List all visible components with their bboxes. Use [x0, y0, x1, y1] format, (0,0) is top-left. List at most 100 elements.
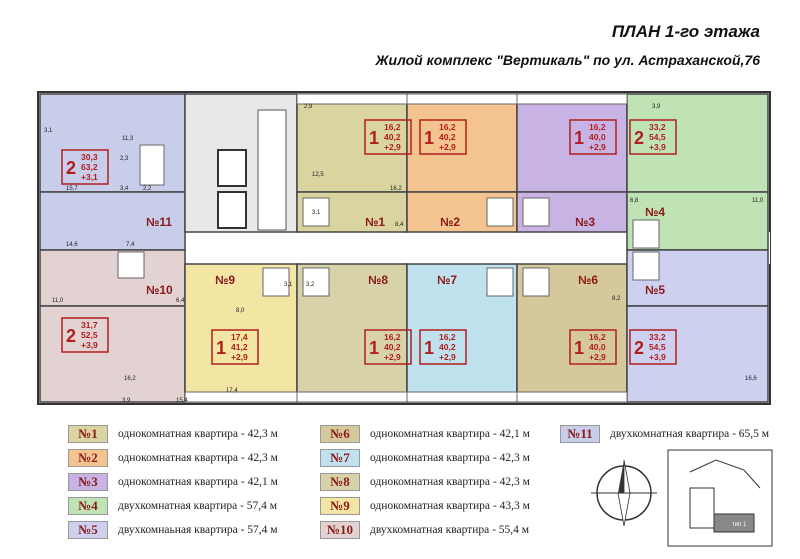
area-label: 12,5 [312, 172, 324, 178]
elevator-shaft-2 [217, 191, 247, 229]
room-count: 1 [424, 338, 434, 358]
room-badge: 116,240,0+2,9 [569, 119, 617, 155]
room-badge-frame [364, 329, 412, 365]
legend-text: двухкомнатная квартира - 55,4 м [370, 524, 530, 536]
room-count: 1 [574, 338, 584, 358]
unit-no3 [516, 93, 628, 193]
site-plan-thumbnail: тип 1 [667, 449, 773, 547]
legend-swatch: №8 [320, 473, 360, 491]
bathroom-no7 [486, 267, 514, 297]
room-area: +2,9 [439, 142, 456, 152]
room-area: 16,2 [439, 122, 456, 132]
area-label: 11,0 [52, 298, 64, 304]
area-label: 16,2 [390, 186, 402, 192]
area-label: 7,4 [126, 242, 135, 248]
stair-flight [257, 109, 287, 231]
area-label: 11,0 [752, 198, 764, 204]
room-area: 54,5 [649, 342, 666, 352]
room-area: 16,2 [589, 332, 606, 342]
room-badge: 233,254,5+3,9 [629, 329, 677, 365]
legend-item-no10: №10 двухкомнатная квартира - 55,4 м [320, 521, 529, 539]
room-count: 2 [66, 326, 76, 346]
room-area: 16,2 [589, 122, 606, 132]
unit-label-no5: №5 [645, 283, 665, 297]
room-count: 2 [634, 128, 644, 148]
room-badge: 116,240,2+2,9 [419, 119, 467, 155]
legend-swatch: №5 [68, 521, 108, 539]
area-label: 15,4 [176, 398, 188, 404]
room-count: 1 [424, 128, 434, 148]
area-label: 8,2 [612, 296, 621, 302]
legend-text: однокомнатная квартира - 42,1 м [118, 476, 278, 488]
legend-item-no2: №2 однокомнатная квартира - 42,3 м [68, 449, 278, 467]
legend-text: однокомнатная квартира - 42,3 м [370, 476, 530, 488]
elevator-shaft-1 [217, 149, 247, 187]
legend-item-no11: №11 двухкомнатная квартира - 65,5 м [560, 425, 769, 443]
area-label: 16,6 [745, 376, 757, 382]
legend-swatch: №1 [68, 425, 108, 443]
balcony [296, 391, 408, 403]
area-label: 2,2 [143, 186, 152, 192]
unit-label-no1: №1 [365, 215, 385, 229]
unit-label-no2: №2 [440, 215, 460, 229]
legend-text: двухкомнаьная квартира - 57,4 м [118, 524, 278, 536]
legend-item-no9: №9 однокомнатная квартира - 43,3 м [320, 497, 530, 515]
unit-label-no6: №6 [578, 273, 598, 287]
balcony [516, 391, 628, 403]
room-badge-frame [629, 329, 677, 365]
room-area: 40,2 [439, 342, 456, 352]
room-badge: 116,240,2+2,9 [364, 119, 412, 155]
room-area: 16,2 [384, 122, 401, 132]
area-label: 8,4 [395, 222, 404, 228]
room-area: 40,2 [384, 132, 401, 142]
room-area: +3,1 [81, 172, 98, 182]
page-title: ПЛАН 1-го этажа [611, 22, 760, 41]
room-area: 17,4 [231, 332, 248, 342]
bathroom-no2 [486, 197, 514, 227]
balcony [296, 93, 408, 105]
legend-swatch: №4 [68, 497, 108, 515]
room-area: +3,9 [649, 352, 666, 362]
bathroom-no10 [117, 251, 145, 279]
unit-label-no3: №3 [575, 215, 595, 229]
unit-label-no10: №10 [146, 283, 173, 297]
unit-label-no9: №9 [215, 273, 235, 287]
room-area: 52,5 [81, 330, 98, 340]
legend-text: двухкомнатная квартира - 57,4 м [118, 500, 278, 512]
unit-label-no8: №8 [368, 273, 388, 287]
area-label: 15,7 [66, 186, 78, 192]
unit-no5 [626, 305, 769, 403]
legend-swatch: №11 [560, 425, 600, 443]
room-badge-frame [419, 119, 467, 155]
area-label: 16,2 [124, 376, 136, 382]
legend-item-no5: №5 двухкомнаьная квартира - 57,4 м [68, 521, 278, 539]
room-area: 33,2 [649, 122, 666, 132]
area-label: 3,1 [284, 282, 293, 288]
compass-icon [591, 459, 657, 527]
room-area: 40,0 [589, 132, 606, 142]
area-label: 6,4 [176, 298, 185, 304]
room-count: 1 [369, 128, 379, 148]
bathroom-no11 [139, 144, 165, 186]
legend-text: однокомнатная квартира - 42,3 м [370, 452, 530, 464]
page-subtitle: Жилой комплекс "Вертикаль" по ул. Астрах… [375, 52, 760, 68]
room-count: 1 [574, 128, 584, 148]
unit-label-no4: №4 [645, 205, 665, 219]
unit-no1 [296, 93, 408, 193]
room-badge-frame [569, 329, 617, 365]
room-area: 16,2 [384, 332, 401, 342]
unit-no11-bottom [39, 191, 186, 251]
legend-swatch: №3 [68, 473, 108, 491]
legend-item-no1: №1 однокомнатная квартира - 42,3 м [68, 425, 278, 443]
balcony [406, 391, 518, 403]
area-label: 8,0 [236, 308, 245, 314]
room-area: +2,9 [589, 352, 606, 362]
area-label: 3,1 [312, 210, 321, 216]
area-label: 6,8 [630, 198, 639, 204]
room-badge: 230,363,2+3,1 [61, 149, 109, 185]
room-count: 1 [369, 338, 379, 358]
room-badge-frame [419, 329, 467, 365]
unit-label-no7: №7 [437, 273, 457, 287]
